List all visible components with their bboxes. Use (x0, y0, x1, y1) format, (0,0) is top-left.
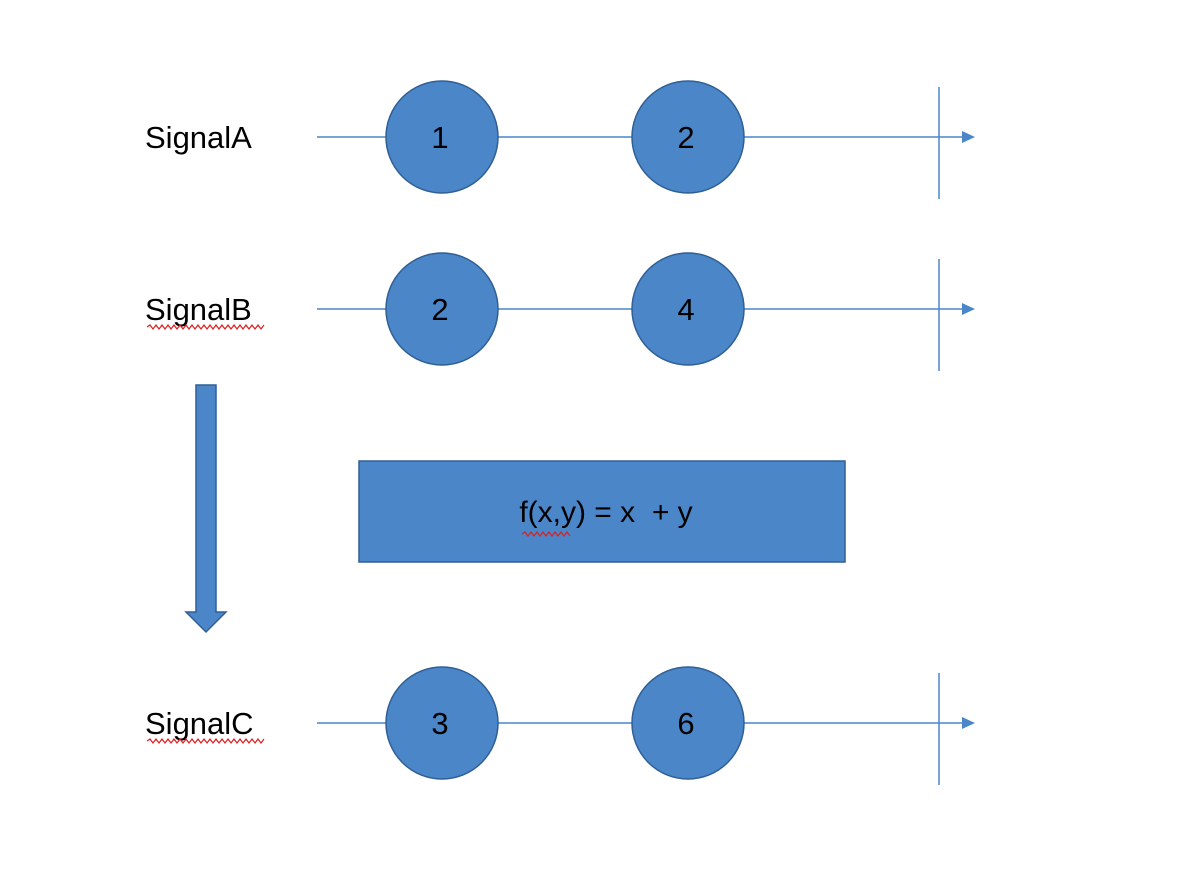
signal-label: SignalC (145, 706, 254, 741)
function-text: f(x,y) = x + y (519, 496, 692, 529)
signal-value-node: 3 (385, 666, 499, 780)
signal-label: SignalB (145, 292, 252, 327)
signal-row-signalb: SignalB 2 4 (145, 252, 975, 371)
signal-value-node: 2 (631, 80, 745, 194)
value-label: 1 (431, 120, 448, 155)
signal-label: SignalA (145, 120, 252, 155)
value-label: 2 (677, 120, 694, 155)
value-circle (631, 666, 745, 780)
signal-value-node: 2 (385, 252, 499, 366)
spellcheck-underline (146, 738, 265, 744)
timeline-arrowhead-icon (962, 717, 975, 729)
value-label: 2 (431, 292, 448, 327)
function-box: f(x,y) = x + y (358, 460, 846, 563)
value-label: 3 (431, 706, 448, 741)
timeline-arrowhead-icon (962, 303, 975, 315)
signal-value-node: 6 (631, 666, 745, 780)
value-circle (385, 252, 499, 366)
spellcheck-underline (146, 324, 265, 330)
signal-row-signala: SignalA 1 2 (145, 80, 975, 199)
value-label: 6 (677, 706, 694, 741)
spellcheck-underline (521, 531, 571, 537)
value-label: 4 (677, 292, 694, 327)
down-arrow-icon (184, 384, 228, 634)
signal-value-node: 1 (385, 80, 499, 194)
value-circle (385, 80, 499, 194)
signal-row-signalc: SignalC 3 6 (145, 666, 975, 785)
value-circle (385, 666, 499, 780)
timeline-arrowhead-icon (962, 131, 975, 143)
value-circle (631, 80, 745, 194)
value-circle (631, 252, 745, 366)
signal-value-node: 4 (631, 252, 745, 366)
